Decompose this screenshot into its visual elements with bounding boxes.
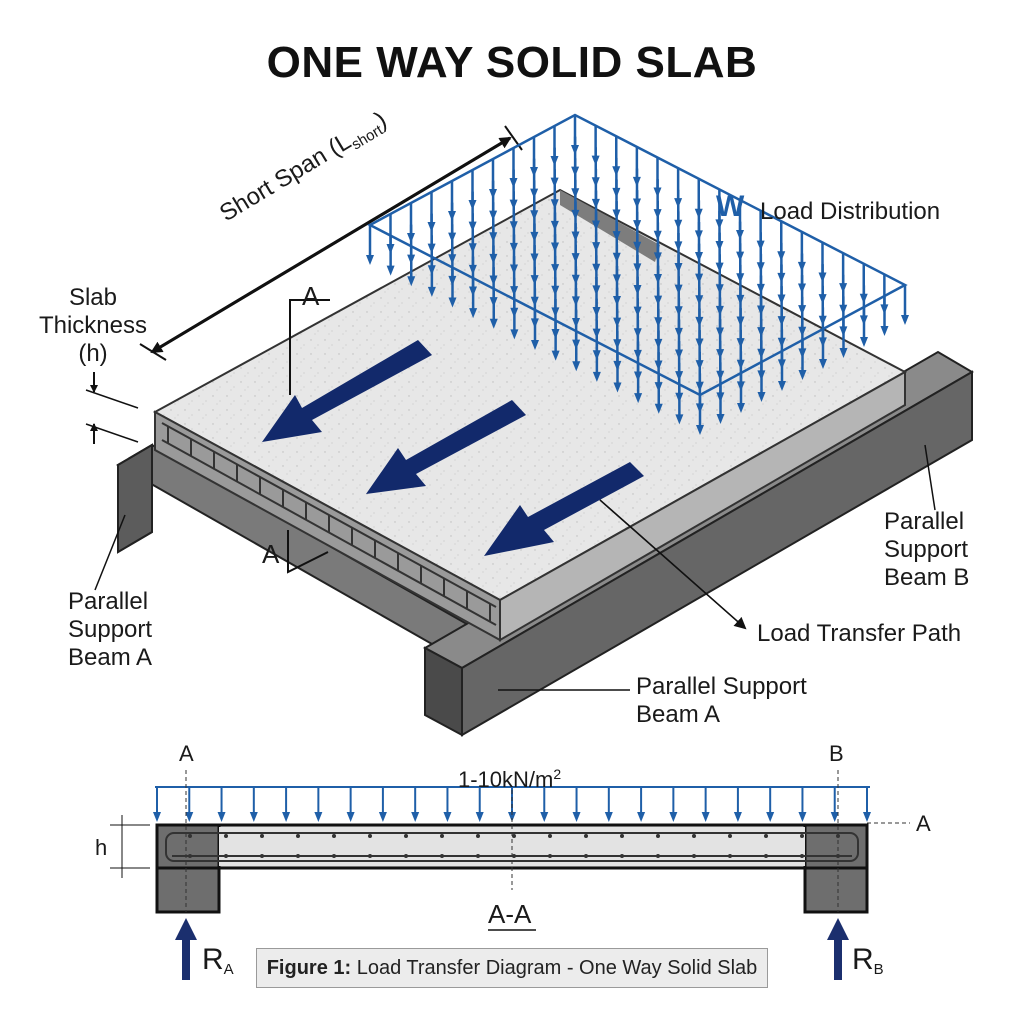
section-label-b: B: [829, 741, 844, 766]
page-title: ONE WAY SOLID SLAB: [266, 38, 758, 87]
slab-3d: [152, 188, 908, 642]
beam-a-bottom-label: Parallel Support Beam A: [636, 673, 807, 728]
figure-caption: Figure 1: Load Transfer Diagram - One Wa…: [256, 948, 768, 988]
reaction-a-label: RA: [202, 943, 234, 979]
section-mark-right: A: [916, 811, 931, 836]
load-distribution-label: Load Distribution: [760, 198, 941, 225]
uniform-load-arrows: [366, 113, 909, 435]
slab-thickness-label: Slab Thickness (h): [38, 284, 148, 367]
w-symbol: W: [716, 190, 745, 223]
beam-a-3d: [116, 443, 498, 662]
section-load-value: 1-10kN/m2: [458, 766, 562, 792]
leader-lines: [94, 444, 936, 691]
short-span-tick-bottom: [139, 343, 167, 361]
section-h-label: h: [95, 835, 108, 860]
load-transfer-path-label: Load Transfer Path: [757, 620, 962, 647]
section-name: A-A: [488, 899, 532, 929]
section-label-a: A: [179, 741, 194, 766]
beam-a-left-label: Parallel Support Beam A: [68, 588, 153, 671]
reaction-b-label: RB: [852, 943, 884, 979]
beam-b-label: Parallel Support Beam B: [884, 508, 970, 591]
slab-thickness-dimension: [85, 372, 139, 444]
cross-section: [110, 770, 910, 980]
short-span-arrow-end: [151, 136, 512, 354]
section-cut-line-3d: [287, 299, 330, 574]
load-transfer-arrows: [262, 340, 644, 556]
section-mark-a-top: A: [302, 281, 320, 311]
section-mark-a-bottom: A: [262, 539, 280, 569]
